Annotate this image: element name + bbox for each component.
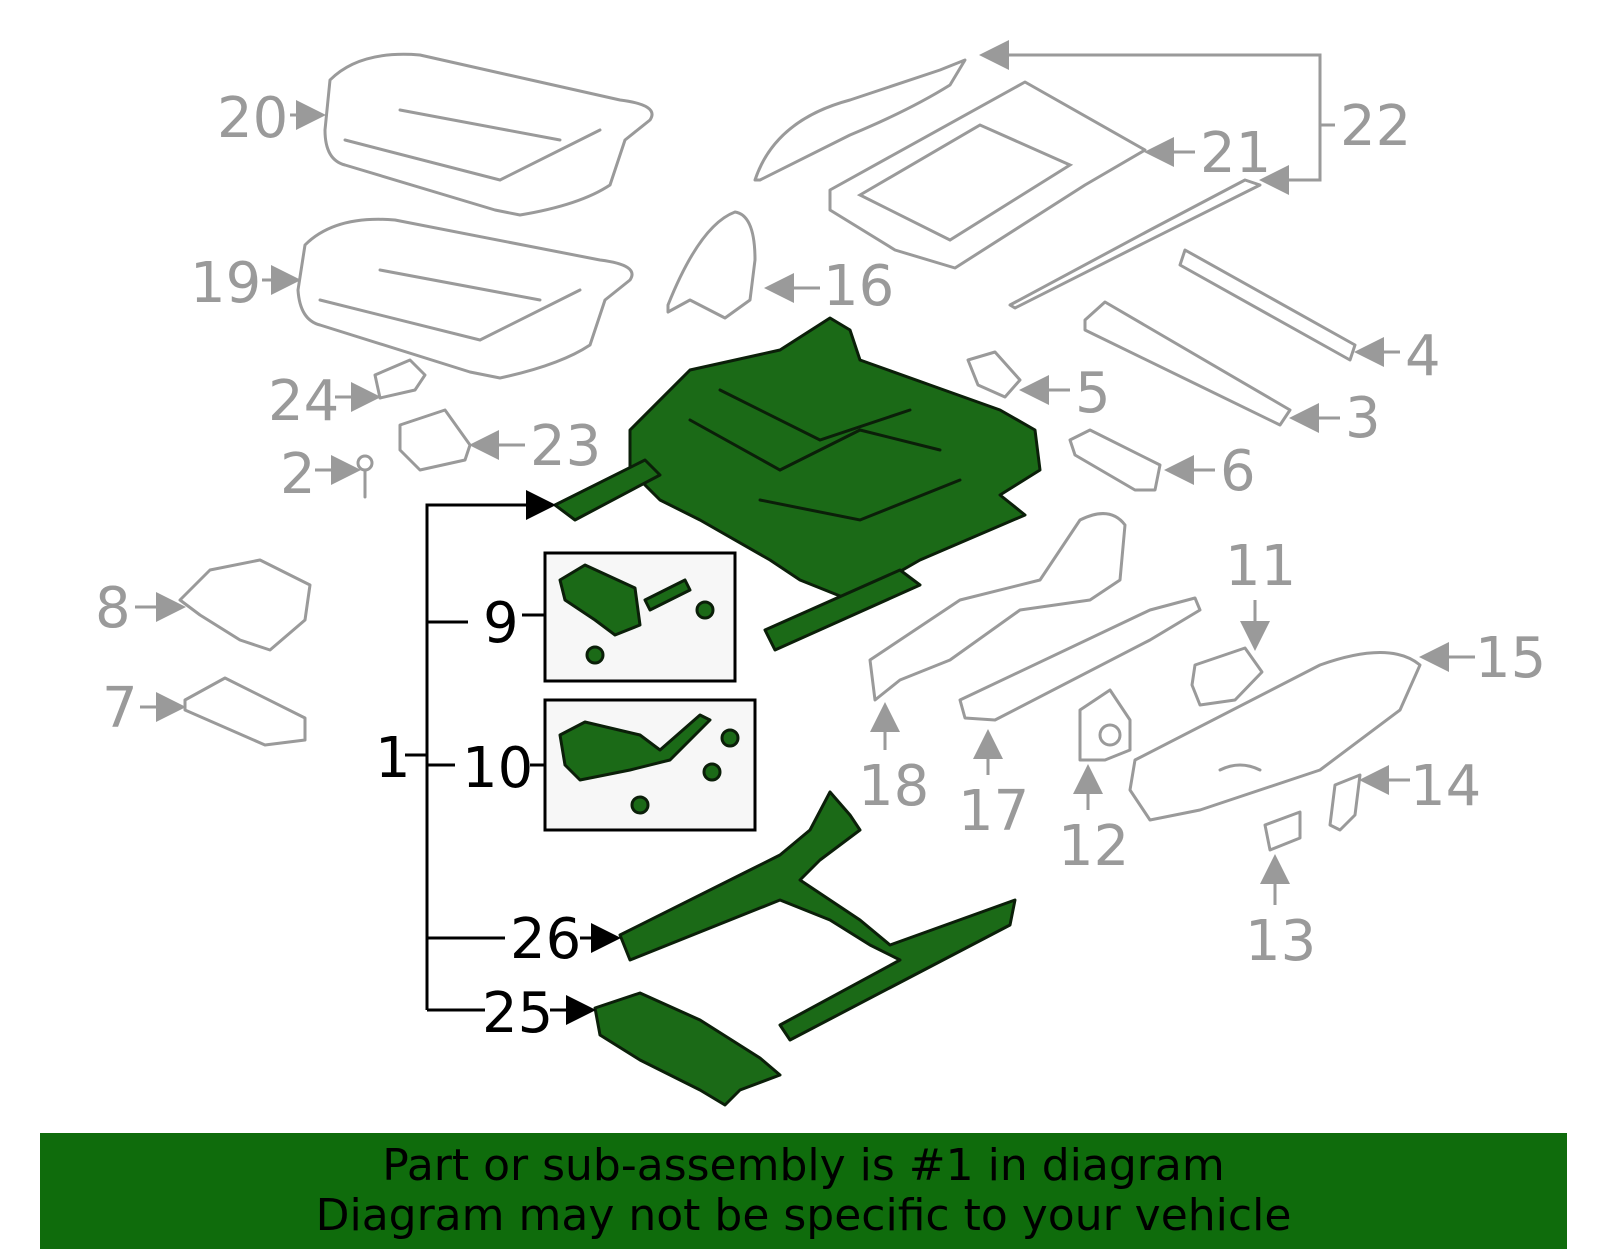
callouts: 20 19 24 23 2 16 21 22 4 3 5 6 8 7 11 15… (95, 86, 1546, 1046)
part-17-trim-strip[interactable] (958, 596, 1202, 722)
part-25-track[interactable] (593, 991, 782, 1107)
callout-12[interactable]: 12 (1058, 814, 1129, 879)
callout-23[interactable]: 23 (530, 414, 601, 479)
callout-20[interactable]: 20 (217, 86, 288, 151)
callout-14[interactable]: 14 (1410, 754, 1481, 819)
callout-17[interactable]: 17 (958, 779, 1029, 844)
part-10-box[interactable] (543, 698, 757, 832)
callout-21[interactable]: 21 (1200, 121, 1271, 186)
info-banner: Part or sub-assembly is #1 in diagram Di… (40, 1133, 1567, 1249)
part-13-knob[interactable] (1263, 810, 1302, 852)
part-15-side-shield[interactable] (1128, 651, 1422, 822)
part-16-shield[interactable] (666, 210, 757, 320)
part-3-rail-cover[interactable] (1083, 300, 1292, 427)
part-24-clip[interactable] (373, 358, 427, 400)
leaders-black (405, 490, 621, 1025)
callout-13[interactable]: 13 (1245, 909, 1316, 974)
part-2-bolt[interactable] (356, 454, 374, 499)
callout-1[interactable]: 1 (375, 726, 411, 791)
callout-11[interactable]: 11 (1225, 534, 1296, 599)
callout-26[interactable]: 26 (510, 907, 581, 972)
banner-line-1: Part or sub-assembly is #1 in diagram (382, 1140, 1225, 1191)
callout-5[interactable]: 5 (1075, 361, 1111, 426)
callout-6[interactable]: 6 (1220, 439, 1256, 504)
callout-9[interactable]: 9 (483, 591, 519, 656)
part-11-switch[interactable] (1190, 646, 1264, 707)
part-6-handle[interactable] (1068, 428, 1162, 492)
part-26-base-frame[interactable] (618, 790, 1017, 1042)
part-1-seat-frame[interactable] (553, 316, 1042, 652)
part-19-seat-pad[interactable] (296, 217, 634, 380)
part-12-motor[interactable] (1078, 688, 1132, 762)
part-18-side-frame[interactable] (868, 512, 1127, 702)
part-8-bracket[interactable] (178, 558, 312, 652)
part-14-knob[interactable] (1328, 773, 1362, 832)
callout-7[interactable]: 7 (102, 676, 138, 741)
part-21-heater-mat[interactable] (828, 80, 1147, 270)
callout-25[interactable]: 25 (482, 981, 553, 1046)
callout-16[interactable]: 16 (823, 254, 894, 319)
callout-8[interactable]: 8 (95, 576, 131, 641)
part-22-heater-strip-upper[interactable] (753, 58, 967, 182)
callout-18[interactable]: 18 (858, 754, 929, 819)
callout-22[interactable]: 22 (1340, 94, 1411, 159)
callout-2[interactable]: 2 (280, 442, 316, 507)
callout-4[interactable]: 4 (1405, 324, 1441, 389)
part-23-bracket[interactable] (398, 408, 472, 472)
banner-line-2: Diagram may not be specific to your vehi… (315, 1190, 1292, 1241)
callout-15[interactable]: 15 (1475, 626, 1546, 691)
part-5-connector[interactable] (966, 350, 1022, 399)
callout-3[interactable]: 3 (1345, 386, 1381, 451)
part-4-trim-rail[interactable] (1178, 248, 1357, 362)
part-20-seat-cover[interactable] (323, 52, 654, 217)
callout-10[interactable]: 10 (462, 736, 533, 801)
callout-19[interactable]: 19 (190, 251, 261, 316)
leaders-gray (135, 40, 1475, 905)
part-7-module[interactable] (183, 676, 307, 747)
part-9-box[interactable] (543, 551, 737, 683)
callout-24[interactable]: 24 (268, 369, 339, 434)
